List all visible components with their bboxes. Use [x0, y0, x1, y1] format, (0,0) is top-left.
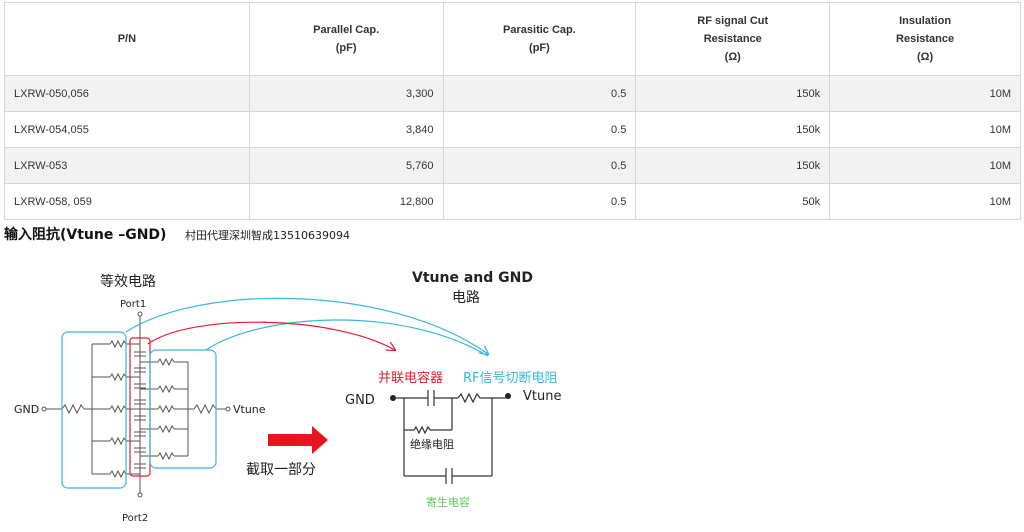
cell-pn: LXRW-058, 059	[4, 183, 250, 220]
cell-parasitic-cap: 0.5	[442, 111, 637, 148]
gnd-terminal-left	[41, 406, 47, 412]
table-row: LXRW-054,055 3,840 0.5 150k 10M	[4, 111, 1021, 148]
cell-rf-cut: 50k	[635, 183, 831, 220]
vtune-resistor	[193, 403, 217, 415]
vtune-terminal-left	[225, 406, 231, 412]
spec-table: P/N Parallel Cap.(pF) Parasitic Cap.(pF)…	[4, 2, 1021, 220]
cell-pn: LXRW-053	[4, 147, 250, 184]
cell-rf-cut: 150k	[635, 111, 831, 148]
vtune-label-left: Vtune	[233, 403, 266, 416]
red-block-arrow	[268, 426, 328, 454]
table-header-row: P/N Parallel Cap.(pF) Parasitic Cap.(pF)…	[4, 2, 1021, 76]
port2-label: Port2	[122, 513, 148, 524]
cyan-arrow-inner	[205, 319, 489, 357]
section-heading: 输入阻抗(Vtune –GND)	[4, 227, 167, 243]
cell-parasitic-cap: 0.5	[442, 147, 637, 184]
label-parasitic-capacitor: 寄生电容	[426, 495, 470, 509]
right-title-line2: 电路	[452, 290, 480, 306]
gnd-resistor	[61, 403, 85, 415]
highlight-right-ladder	[149, 349, 217, 469]
cell-parallel-cap: 3,840	[248, 111, 444, 148]
left-resistor-ladder	[92, 339, 140, 479]
gnd-label-left: GND	[14, 403, 39, 416]
cell-rf-cut: 150k	[635, 147, 831, 184]
port1-label: Port1	[120, 299, 146, 310]
equiv-title: 等效电路	[100, 273, 156, 290]
equivalent-circuit-diagram: 等效电路 Port1 Port2 GND Vtune	[14, 270, 561, 524]
cell-pn: LXRW-050,056	[4, 75, 250, 112]
port2-terminal	[137, 492, 143, 498]
capacitor-stack	[134, 351, 146, 469]
label-insulation-resistor: 绝缘电阻	[410, 437, 454, 451]
label-rf-cut-resistor: RF信号切断电阻	[463, 371, 558, 386]
cell-parasitic-cap: 0.5	[442, 183, 637, 220]
section-note: 村田代理深圳智成13510639094	[185, 229, 350, 242]
vtune-label-right: Vtune	[523, 389, 561, 404]
port1-terminal	[137, 311, 143, 317]
header-parasitic-cap: Parasitic Cap.(pF)	[442, 2, 637, 76]
gnd-label-right: GND	[345, 393, 375, 408]
right-resistor-ladder	[140, 357, 189, 461]
cell-insulation: 10M	[829, 111, 1021, 148]
table-row: LXRW-053 5,760 0.5 150k 10M	[4, 147, 1021, 184]
cell-insulation: 10M	[829, 183, 1021, 220]
red-arrow	[147, 321, 395, 350]
highlight-left-ladder	[61, 331, 127, 489]
arrow-caption: 截取一部分	[246, 462, 316, 478]
header-pn: P/N	[4, 2, 250, 76]
cell-rf-cut: 150k	[635, 75, 831, 112]
right-title-line1: Vtune and GND	[412, 270, 533, 286]
label-parallel-capacitor: 并联电容器	[378, 370, 443, 386]
extract-arrow: 截取一部分	[246, 426, 328, 478]
cell-parasitic-cap: 0.5	[442, 75, 637, 112]
cell-parallel-cap: 12,800	[248, 183, 444, 220]
header-parallel-cap: Parallel Cap.(pF)	[248, 2, 444, 76]
simplified-circuit: Vtune and GND 电路 并联电容器 RF信号切断电阻 GND Vtun…	[345, 270, 561, 509]
table-row: LXRW-050,056 3,300 0.5 150k 10M	[4, 75, 1021, 112]
cell-parallel-cap: 5,760	[248, 147, 444, 184]
cell-pn: LXRW-054,055	[4, 111, 250, 148]
equivalent-circuit: 等效电路 Port1 Port2 GND Vtune	[14, 273, 488, 524]
simplified-wiring	[393, 390, 508, 484]
table-row: LXRW-058, 059 12,800 0.5 50k 10M	[4, 183, 1021, 220]
cell-parallel-cap: 3,300	[248, 75, 444, 112]
cell-insulation: 10M	[829, 147, 1021, 184]
cyan-arrow-top	[125, 297, 488, 354]
cell-insulation: 10M	[829, 75, 1021, 112]
